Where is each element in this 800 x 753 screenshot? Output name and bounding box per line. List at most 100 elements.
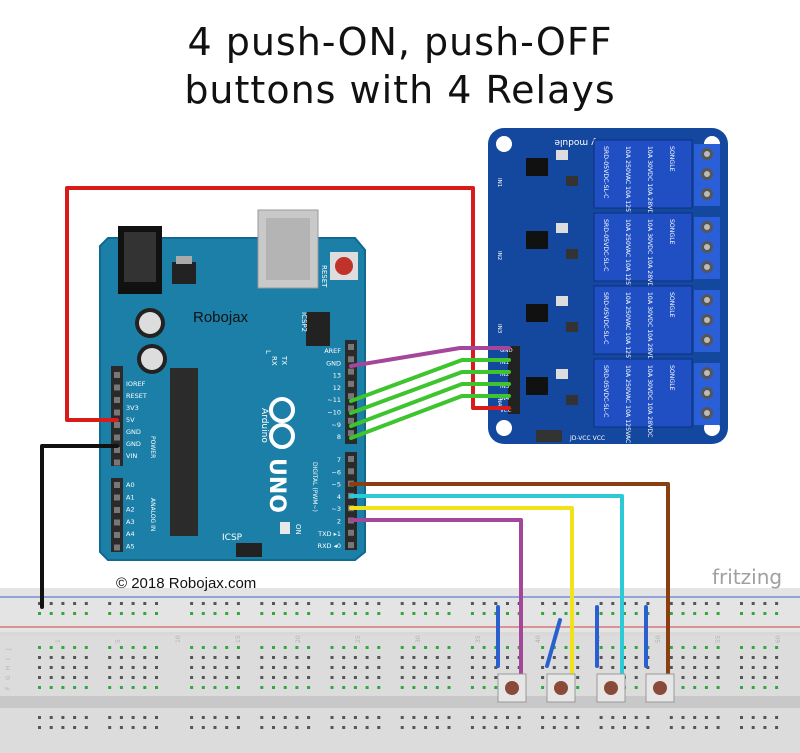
breadboard-column-number: 5 <box>115 639 122 643</box>
digital-pin-label: ~3 <box>331 505 341 513</box>
relay-text: 10A 250VAC 10A 125VAC <box>624 292 631 370</box>
tx-led-label: TX <box>280 355 288 365</box>
relay-text: 10A 30VDC 10A 28VDC <box>646 146 653 219</box>
power-pin-label: GND <box>126 428 141 436</box>
relay-1: SRD-05VDC-SL-C 10A 250VAC 10A 125VAC 10A 3… <box>593 139 720 224</box>
digital-pin-label: ~10 <box>327 409 341 417</box>
digital-header-label: DIGITAL (PWM~) <box>311 462 318 512</box>
digital-pin-label: TXD ▸1 <box>317 530 341 538</box>
relay-pin-label: IN3 <box>500 384 510 390</box>
power-pin-label: VIN <box>126 452 137 460</box>
relay-text: SRD-05VDC-SL-C <box>602 292 609 344</box>
breadboard-column-number: 55 <box>715 635 722 643</box>
analog-pin-label: A3 <box>126 518 135 526</box>
digital-pin-label: ~6 <box>331 468 341 476</box>
power-header <box>111 366 123 466</box>
relay-text: 10A 250VAC 10A 125VAC <box>624 146 631 224</box>
push-buttons <box>497 673 675 703</box>
relay-text: 10A 30VDC 10A 28VDC <box>646 365 653 438</box>
breadboard-row-letter: F <box>5 686 12 690</box>
breadboard-column-number: 15 <box>235 635 242 643</box>
digital-pin-label: 2 <box>337 518 341 526</box>
relay-pin-label: IN2 <box>500 372 509 378</box>
icsp2-label: ICSP2 <box>300 312 308 332</box>
analog-pin-label: A1 <box>126 493 135 501</box>
analog-pin-label: A4 <box>126 530 135 538</box>
breadboard-row-letter: I <box>5 658 12 660</box>
relay-text: SONGLE <box>668 219 675 245</box>
digital-pin-label: 7 <box>337 456 341 464</box>
push-button-3 <box>596 673 626 703</box>
digital-header-top <box>345 340 357 444</box>
relay-text: SONGLE <box>668 292 675 318</box>
digital-header-bottom <box>345 452 357 550</box>
digital-pin-label: GND <box>326 359 341 367</box>
power-pin-label: RESET <box>126 392 147 400</box>
digital-pin-label: AREF <box>324 347 341 355</box>
relay-led-label: IN4 <box>496 397 502 407</box>
wires <box>40 186 670 688</box>
wire-pin4-cyan <box>349 494 624 688</box>
breadboard-column-number: 20 <box>295 635 302 643</box>
relay-led-label: IN1 <box>496 178 502 187</box>
breadboard-column-number: 60 <box>775 635 782 643</box>
digital-pin-label: RXD ◂0 <box>318 542 341 550</box>
digital-pin-label: ~9 <box>331 421 341 429</box>
breadboard-column-number: 25 <box>355 635 362 643</box>
relay-pin-label: IN4 <box>500 396 510 402</box>
relay-text: SRD-05VDC-SL-C <box>602 365 609 417</box>
wire-pin5-brown <box>349 482 670 688</box>
fritzing-watermark: fritzing <box>712 565 782 589</box>
wire-pin11-green <box>349 358 511 403</box>
relay-text: SONGLE <box>668 146 675 172</box>
breadboard-column-number: 1 <box>55 639 62 643</box>
relay-text: SRD-05VDC-SL-C <box>602 146 609 198</box>
robojax-board-label: Robojax <box>193 309 249 326</box>
wire-5v-red <box>65 186 511 422</box>
reset-label: RESET <box>320 265 328 288</box>
wire-gnd-black <box>40 444 119 609</box>
arduino-infinity-logo <box>269 397 295 449</box>
relay-text: SONGLE <box>668 365 675 391</box>
l-led-label: L <box>264 350 272 354</box>
analog-header-label: ANALOG IN <box>149 498 156 531</box>
relay-pin-label: GND <box>500 348 513 354</box>
jumper-label: JD-VCC VCC <box>569 435 605 442</box>
wire-pin3-yellow <box>349 506 574 688</box>
breadboard-row-letter: H <box>5 665 12 670</box>
digital-pin-label: 8 <box>337 433 341 441</box>
power-pin-label: 3V3 <box>126 404 139 412</box>
arduino-maker-label: Arduino <box>259 408 269 443</box>
breadboard-column-number: 40 <box>535 635 542 643</box>
power-pin-label: 5V <box>126 416 135 424</box>
power-pin-label: GND <box>126 440 141 448</box>
copyright-text: © 2018 Robojax.com <box>116 575 256 592</box>
breadboard-column-number: 10 <box>175 635 182 643</box>
breadboard-column-number: 35 <box>475 635 482 643</box>
breadboard-column-number: 50 <box>655 635 662 643</box>
arduino-uno-board: RESET Robojax ICSP2 L TX RX Arduino UNO … <box>99 209 366 561</box>
uno-label: UNO <box>264 458 289 513</box>
relay-pin-label: IN1 <box>500 360 509 366</box>
jd-vcc-jumper <box>536 430 562 442</box>
relay-input-header <box>508 346 520 414</box>
analog-pin-label: A2 <box>126 506 135 514</box>
relay-text: 10A 250VAC 10A 125VAC <box>624 219 631 297</box>
icsp-label: ICSP <box>222 533 243 543</box>
relay-led-label: IN2 <box>496 251 502 260</box>
on-led-label: ON <box>294 524 302 535</box>
diagram-title-line-2: buttons with 4 Relays <box>184 68 616 112</box>
relay-led-label: IN3 <box>496 324 502 334</box>
wire-pin9-green <box>349 382 511 428</box>
digital-pin-label: ~5 <box>331 481 341 489</box>
relay-text: SRD-05VDC-SL-C <box>602 219 609 271</box>
relay-module-header: 4 relay module <box>554 137 622 147</box>
power-header-label: POWER <box>149 436 156 458</box>
analog-pin-label: A5 <box>126 543 135 551</box>
breadboard-row-letter: G <box>5 675 12 680</box>
